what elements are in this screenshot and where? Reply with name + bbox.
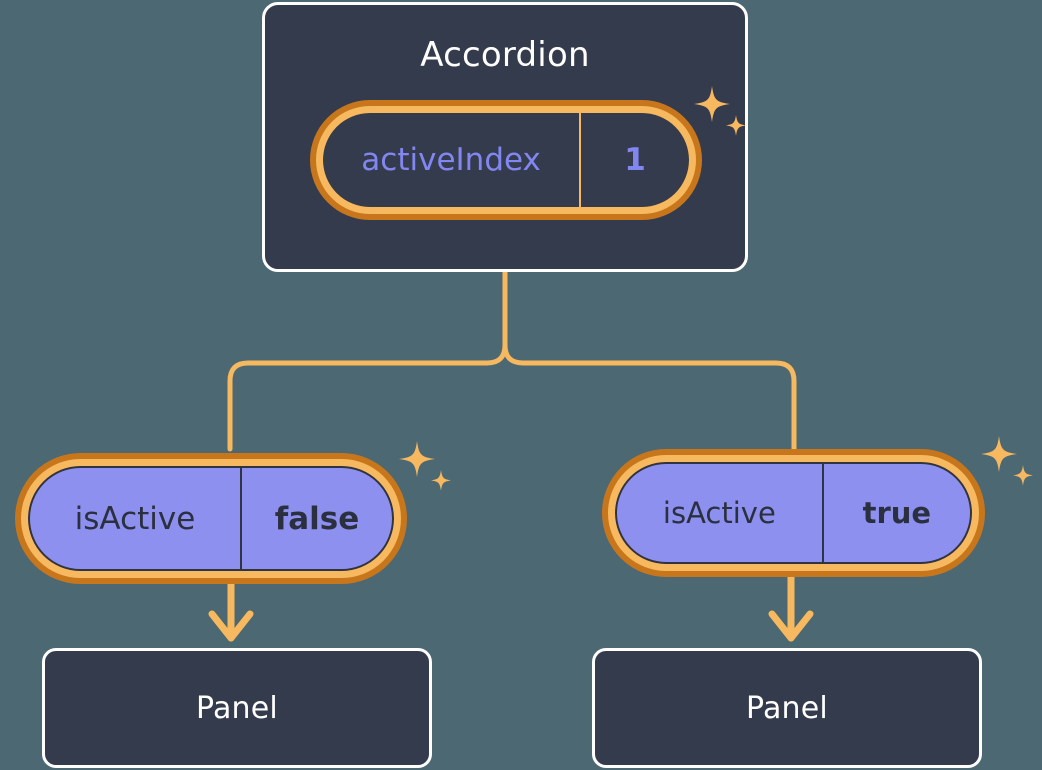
sparkles-icon [981, 436, 1033, 486]
prop-pill-is-active-false[interactable]: isActive false [15, 453, 407, 584]
page-title: Accordion [420, 35, 590, 75]
prop-pill-active-index[interactable]: activeIndex 1 [310, 100, 702, 220]
prop-pill-is-active-true[interactable]: isActive true [602, 449, 985, 577]
pill-body: isActive false [28, 466, 394, 571]
prop-value-label: false [239, 468, 392, 569]
wire-branch-to-right [502, 342, 797, 452]
panel-title: Panel [196, 690, 278, 726]
wire-root-to-branch [227, 269, 508, 452]
pill-body: activeIndex 1 [323, 113, 689, 207]
pill-body: isActive true [615, 462, 972, 564]
prop-key-label: activeIndex [361, 142, 541, 178]
arrow-right-down [768, 573, 814, 642]
pill-ring: isActive false [21, 459, 401, 578]
panel-node-left[interactable]: Panel [42, 648, 432, 768]
pill-ring: isActive true [608, 455, 979, 571]
sparkles-icon [399, 441, 451, 491]
panel-node-right[interactable]: Panel [592, 648, 982, 768]
pill-ring: activeIndex 1 [316, 106, 696, 214]
prop-value-label: 1 [579, 113, 689, 207]
panel-title: Panel [746, 690, 828, 726]
prop-value-label: true [821, 464, 970, 562]
arrow-left-down [208, 580, 254, 642]
prop-key-label: isActive [74, 500, 196, 537]
prop-key-label: isActive [662, 496, 776, 530]
